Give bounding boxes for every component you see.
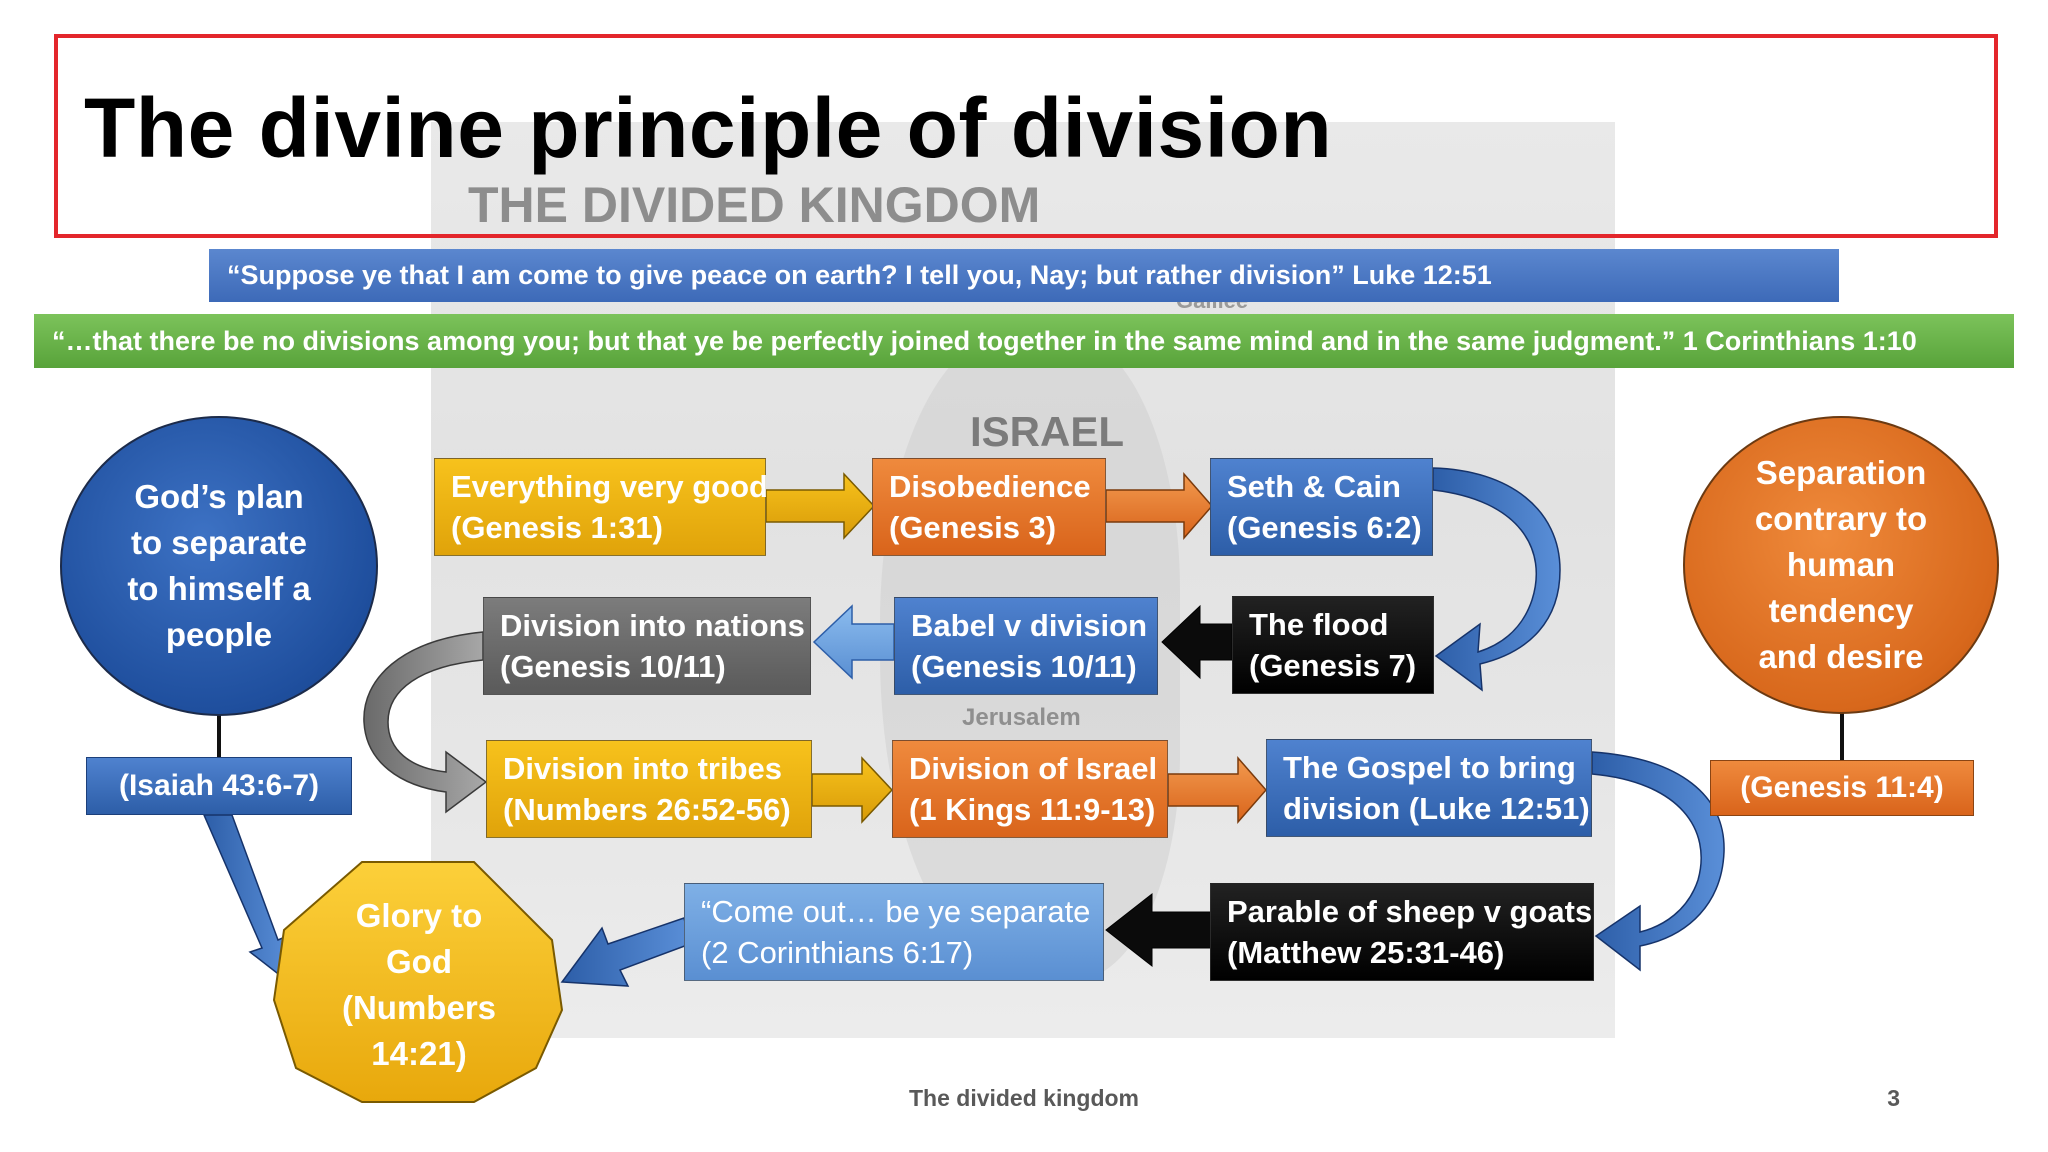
slide-title: The divine principle of division: [84, 81, 1333, 175]
isaiah-reference: (Isaiah 43:6-7): [86, 757, 352, 815]
map-label-jerusalem: Jerusalem: [962, 704, 1081, 731]
gods-plan-line-4: people: [165, 616, 273, 653]
arrow-israel-to-gospel: [1167, 756, 1267, 824]
nations-line-1: Division into nations: [500, 608, 805, 643]
arrow-disobedience-to-seth: [1105, 472, 1213, 540]
seth-cain-line-1: Seth & Cain: [1227, 469, 1401, 504]
everything-good-line-1: Everything very good: [451, 469, 768, 504]
disobedience-line-1: Disobedience: [889, 469, 1091, 504]
box-babel-v-division: Babel v division (Genesis 10/11): [894, 597, 1158, 695]
box-seth-cain: Seth & Cain (Genesis 6:2): [1210, 458, 1433, 556]
babel-line-1: Babel v division: [911, 608, 1148, 643]
quote-luke-text: “Suppose ye that I am come to give peace…: [227, 260, 1492, 290]
come-out-line-2: (2 Corinthians 6:17): [701, 935, 974, 970]
babel-line-2: (Genesis 10/11): [911, 649, 1137, 684]
separation-line-5: and desire: [1758, 638, 1924, 675]
glory-line-3: (Numbers: [341, 989, 497, 1026]
quote-bar-luke: “Suppose ye that I am come to give peace…: [209, 249, 1839, 302]
quote-corinthians-text: “…that there be no divisions among you; …: [52, 325, 1917, 356]
box-the-flood: The flood (Genesis 7): [1232, 596, 1434, 694]
parable-line-1: Parable of sheep v goats: [1227, 894, 1593, 929]
nations-line-2: (Genesis 10/11): [500, 649, 726, 684]
box-everything-very-good: Everything very good (Genesis 1:31): [434, 458, 768, 556]
box-parable-sheep-goats: Parable of sheep v goats (Matthew 25:31-…: [1210, 883, 1594, 981]
arrow-nations-to-tribes: [363, 631, 488, 814]
come-out-line-1: “Come out… be ye separate: [701, 894, 1091, 929]
gospel-line-2: division (Luke 12:51): [1283, 791, 1590, 826]
glory-line-2: God: [386, 943, 452, 980]
arrow-parable-to-come-out: [1105, 892, 1213, 968]
map-heading: THE DIVIDED KINGDOM: [468, 177, 1041, 233]
arrow-babel-to-nations: [812, 604, 895, 680]
gods-plan-line-3: to himself a: [127, 570, 311, 607]
right-circle-stem: [1840, 710, 1844, 760]
quote-bar-corinthians: “…that there be no divisions among you; …: [34, 314, 2014, 368]
box-division-into-nations: Division into nations (Genesis 10/11): [483, 597, 811, 695]
glory-line-4: 14:21): [371, 1035, 467, 1072]
tribes-line-1: Division into tribes: [503, 751, 783, 786]
box-division-of-israel: Division of Israel (1 Kings 11:9-13): [892, 740, 1168, 838]
map-label-israel: ISRAEL: [970, 408, 1125, 455]
title-frame: [54, 34, 1998, 238]
everything-good-line-2: (Genesis 1:31): [451, 510, 663, 545]
box-gospel-division: The Gospel to bring division (Luke 12:51…: [1266, 739, 1592, 837]
slide-footer: The divided kingdom: [908, 1085, 1139, 1111]
separation-line-1: Separation: [1755, 454, 1927, 491]
gods-plan-line-1: God’s plan: [134, 478, 304, 515]
arrow-come-out-to-glory: [560, 917, 691, 987]
arrow-flood-to-babel: [1161, 604, 1233, 680]
arrow-tribes-to-israel: [811, 756, 894, 824]
israel-line-2: (1 Kings 11:9-13): [909, 792, 1156, 827]
separation-line-3: human: [1786, 546, 1896, 583]
left-circle-stem: [217, 712, 221, 758]
separation-line-4: tendency: [1768, 592, 1914, 629]
arrow-seth-to-flood: [1432, 467, 1561, 692]
glory-octagon: [272, 861, 564, 1103]
israel-line-1: Division of Israel: [909, 751, 1158, 786]
page-number: 3: [1887, 1085, 1900, 1111]
arrow-good-to-disobedience: [765, 472, 876, 540]
glory-line-1: Glory to: [355, 897, 483, 934]
separation-circle: Separation contrary to human tendency an…: [1683, 416, 1999, 714]
genesis-11-reference: (Genesis 11:4): [1710, 760, 1974, 816]
box-come-out: “Come out… be ye separate (2 Corinthians…: [684, 883, 1104, 981]
flood-line-2: (Genesis 7): [1249, 648, 1417, 683]
gods-plan-circle: God’s plan to separate to himself a peop…: [60, 416, 378, 716]
separation-line-2: contrary to: [1754, 500, 1928, 537]
glory-to-god-text: Glory to God (Numbers 14:21): [284, 880, 554, 1090]
gods-plan-line-2: to separate: [130, 524, 308, 561]
tribes-line-2: (Numbers 26:52-56): [503, 792, 791, 827]
box-disobedience: Disobedience (Genesis 3): [872, 458, 1106, 556]
flood-line-1: The flood: [1249, 607, 1389, 642]
box-division-into-tribes: Division into tribes (Numbers 26:52-56): [486, 740, 812, 838]
arrow-gospel-to-parable: [1591, 751, 1725, 972]
seth-cain-line-2: (Genesis 6:2): [1227, 510, 1422, 545]
parable-line-2: (Matthew 25:31-46): [1227, 935, 1505, 970]
gospel-line-1: The Gospel to bring: [1283, 750, 1576, 785]
disobedience-line-2: (Genesis 3): [889, 510, 1057, 545]
arrow-isaiah-to-glory: [202, 814, 293, 982]
